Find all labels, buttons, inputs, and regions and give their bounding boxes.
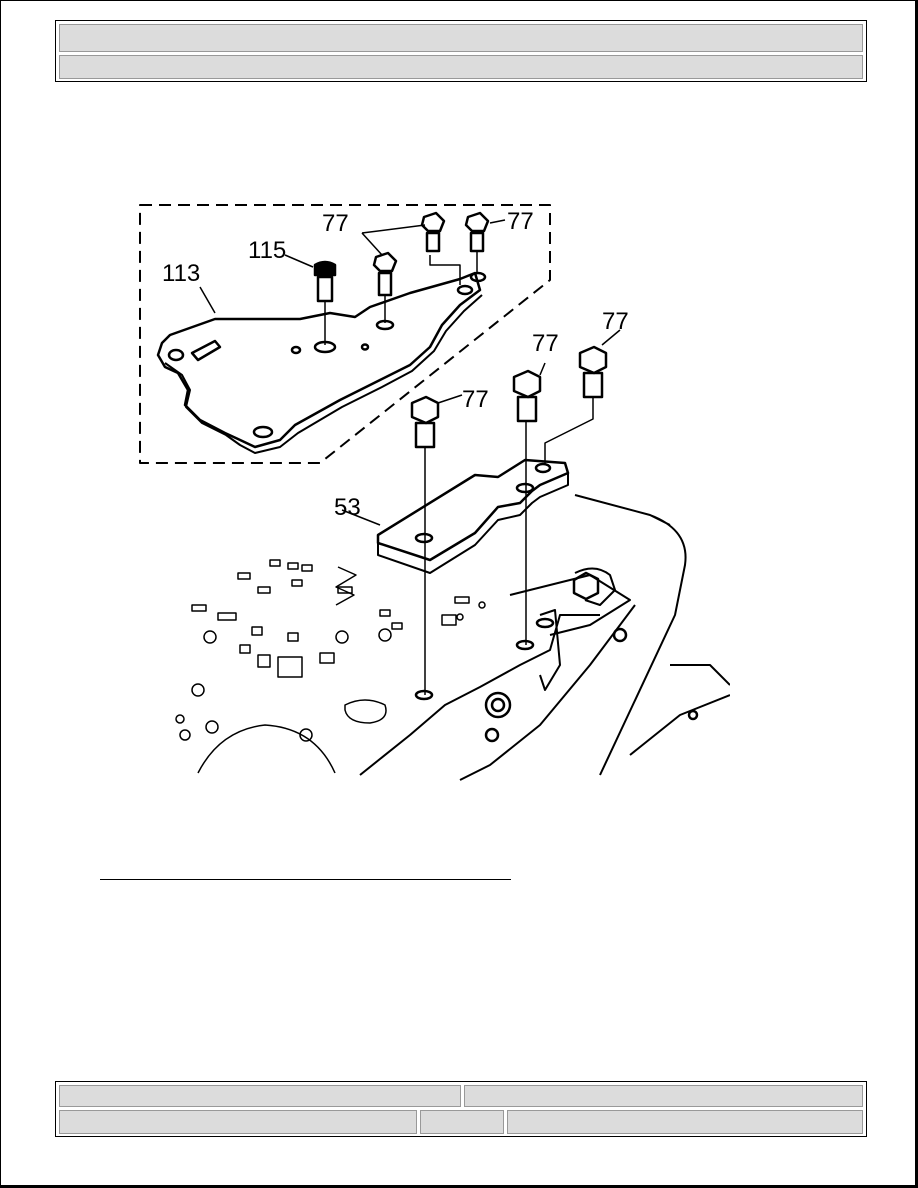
callout-53: 53 [334,494,361,521]
header-subtitle-bar [59,55,863,79]
header-title-bar [59,24,863,52]
callout-77-c: 77 [462,386,489,413]
valve-body [359,494,687,781]
callout-77-d: 77 [532,330,559,357]
bolt-77-large-a [410,395,440,695]
callout-113: 113 [162,260,200,287]
callout-115: 115 [248,237,286,264]
bolt-77-detail-c [464,211,490,273]
bracket-53 [376,458,570,562]
exploded-view-illustration: 113 115 77 77 77 77 77 53 [130,195,731,785]
cover-plate-113 [156,271,482,449]
bolt-77-detail-a [372,251,398,323]
footer-cell-4 [420,1110,504,1134]
bolt-77-large-c [544,345,608,465]
callout-77-e: 77 [602,308,629,335]
page-header [55,20,867,82]
callout-77-a: 77 [322,210,349,237]
footer-cell-3 [59,1110,417,1134]
footer-cell-5 [507,1110,863,1134]
bolt-77-detail-b [420,211,446,253]
page-footer [55,1081,867,1137]
caption-rule [100,879,511,880]
detail-boundary [139,204,551,464]
footer-cell-1 [59,1085,461,1107]
callout-77-b: 77 [507,208,534,235]
footer-cell-2 [464,1085,863,1107]
bolt-77-large-b [512,369,542,645]
screw-115 [313,260,337,345]
